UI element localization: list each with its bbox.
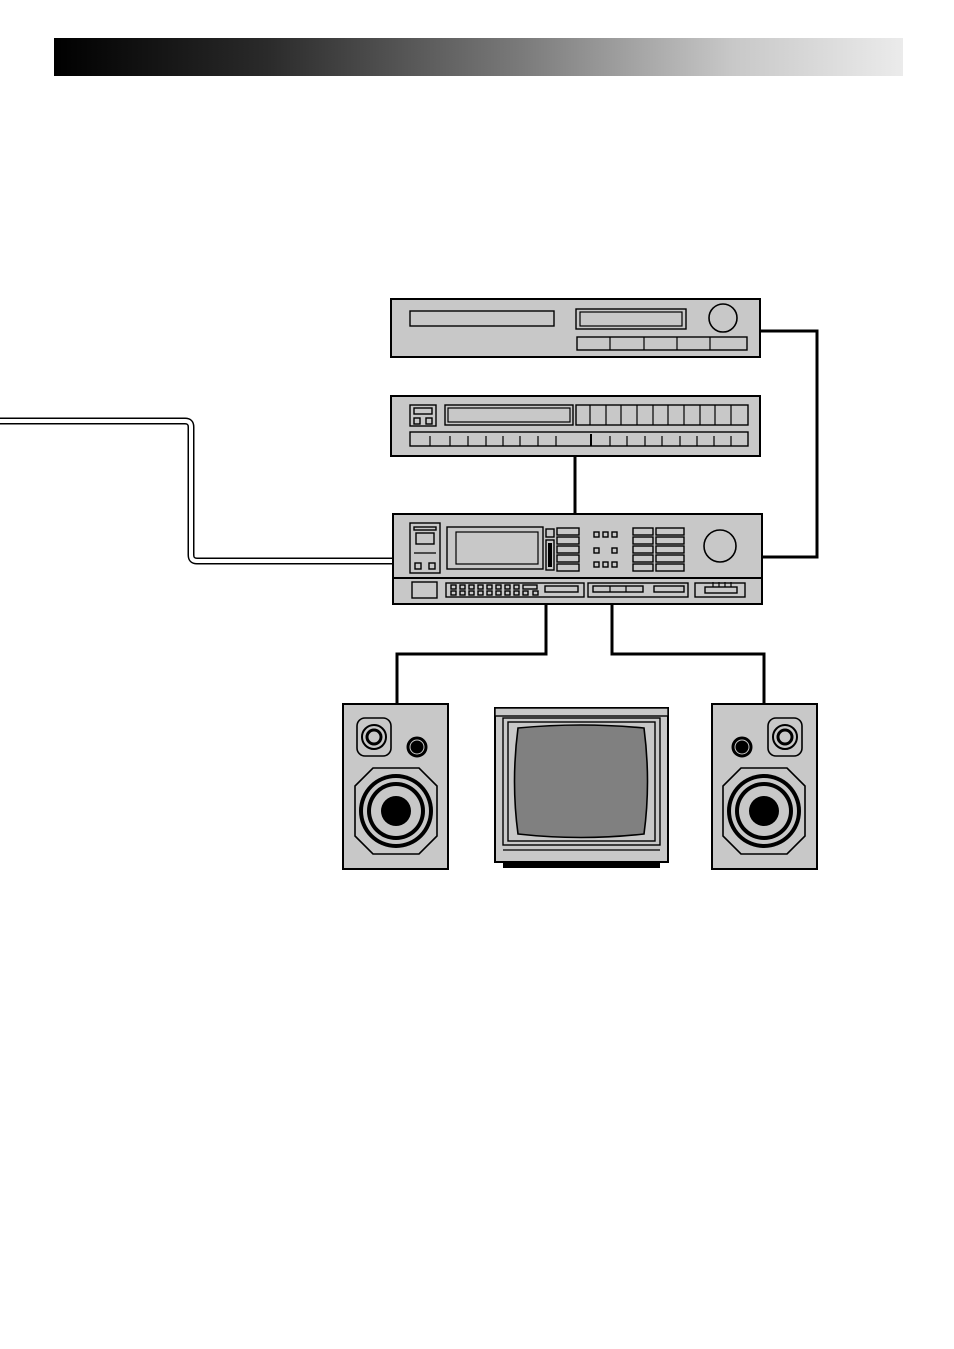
tweeter-icon xyxy=(357,718,391,756)
right-speaker xyxy=(712,704,817,869)
disc-tray xyxy=(410,311,554,326)
receiver-display xyxy=(447,527,543,569)
av-receiver xyxy=(393,514,762,604)
left-speaker xyxy=(343,704,448,869)
external-cable xyxy=(0,421,392,561)
volume-knob-icon xyxy=(704,530,736,562)
cd-player xyxy=(391,299,760,357)
receiver-input-buttons xyxy=(633,528,684,571)
woofer-icon xyxy=(723,768,805,854)
tuner-equalizer xyxy=(391,396,760,456)
cd-button-row xyxy=(577,337,747,350)
woofer-icon xyxy=(355,768,437,854)
tv-screen xyxy=(515,725,648,838)
wire-cd-to-receiver xyxy=(760,331,817,557)
wire-receiver-to-right-speaker xyxy=(612,604,764,704)
tuner-frequency-scale xyxy=(410,432,748,446)
tuner-preset-buttons xyxy=(576,405,748,425)
television xyxy=(495,708,668,868)
receiver-lower-controls xyxy=(446,582,745,597)
wire-receiver-to-left-speaker xyxy=(397,604,546,704)
cd-knob-icon xyxy=(709,304,737,332)
tweeter-icon xyxy=(768,718,802,756)
